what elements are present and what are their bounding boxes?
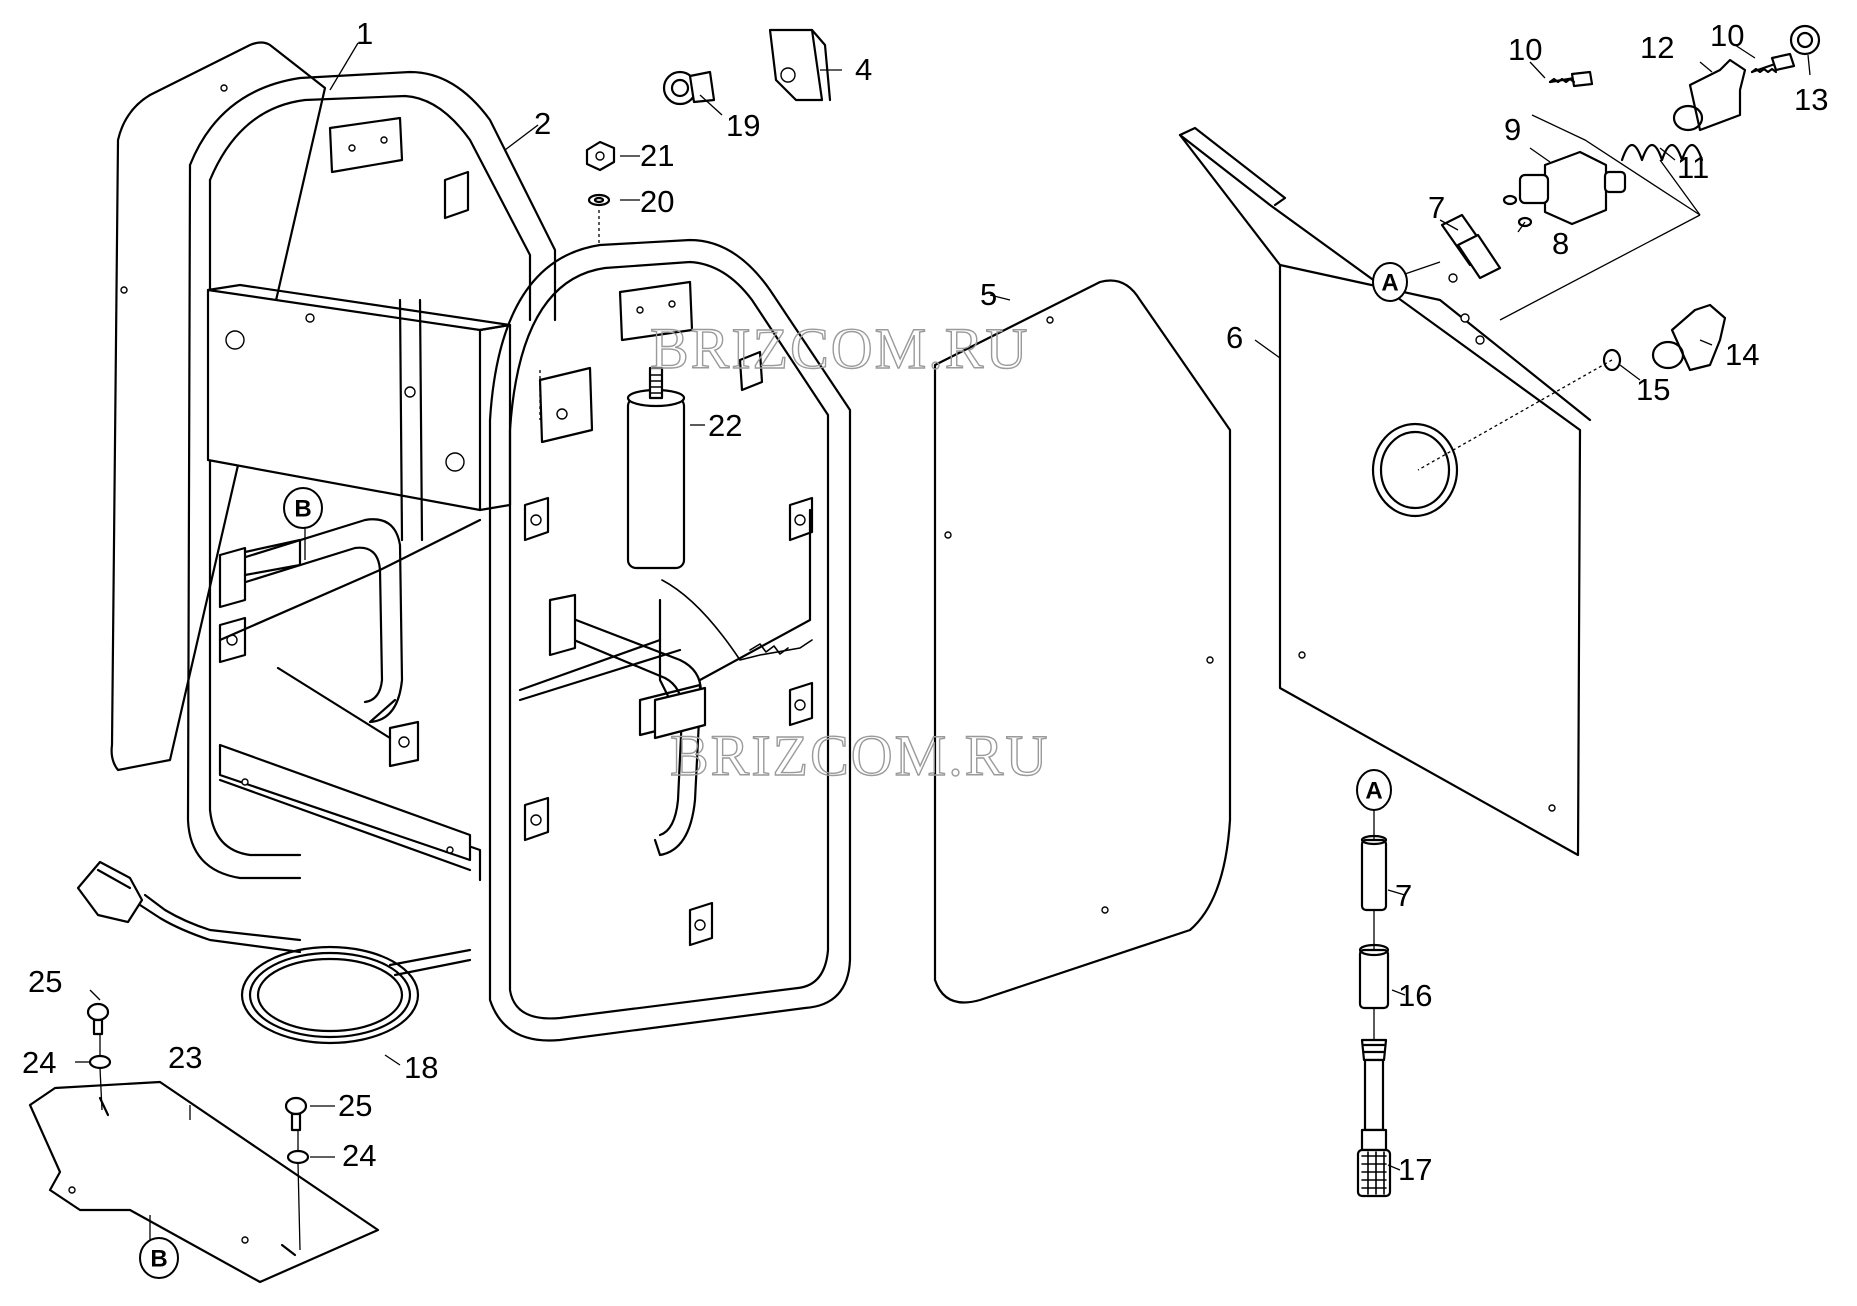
callout-9: 9 [1504,112,1521,147]
o-ring-part-2 [1602,348,1622,372]
washer-part-24b [286,1149,310,1165]
plug-part [662,70,716,106]
knob-part [1672,58,1747,132]
screw-part-25 [86,1002,110,1036]
svg-text:A: A [1365,778,1382,805]
svg-text:B: B [294,496,311,523]
callout-10: 10 [1710,18,1744,53]
o-ring-part [1502,194,1533,228]
valve-body [1518,150,1627,226]
callout-18: 18 [404,1050,438,1085]
callout-8: 8 [1552,226,1569,261]
base-plate [28,1080,380,1284]
callout-7: 7 [1428,190,1445,225]
washer-part-24 [88,1054,112,1070]
ring-part [1789,24,1821,56]
callout-6: 6 [1226,320,1243,355]
callout-23: 23 [168,1040,202,1075]
callout-25: 25 [28,964,62,999]
main-frame [186,70,557,882]
callout-22: 22 [708,408,742,443]
callout-25: 25 [338,1088,372,1123]
front-cover-panel [933,279,1232,1004]
screw-part [1548,70,1594,88]
callout-15: 15 [1636,372,1670,407]
callout-20: 20 [640,184,674,219]
callout-13: 13 [1794,82,1828,117]
callout-17: 17 [1398,1152,1432,1187]
watermark: BRIZCOM.RU [650,316,1029,381]
front-frame [488,238,852,1042]
clip-part [768,28,832,102]
svg-text:B: B [150,1246,167,1273]
screw-part-25b [284,1096,308,1132]
filter-part [1356,1038,1392,1198]
svg-text:A: A [1381,270,1398,297]
washer-part [587,193,611,207]
callout-2: 2 [534,106,551,141]
callout-21: 21 [640,138,674,173]
capacitor [626,366,686,570]
reference-marker-a: A [1356,769,1392,811]
callout-7: 7 [1395,878,1412,913]
reference-marker-b: B [139,1237,179,1279]
knob-part-2 [1651,303,1727,372]
callout-4: 4 [855,52,872,87]
callout-19: 19 [726,108,760,143]
callout-1: 1 [356,16,373,51]
tube-part-lower [1360,834,1388,912]
watermark: BRIZCOM.RU [670,723,1049,788]
callout-14: 14 [1725,337,1759,372]
callout-5: 5 [980,277,997,312]
callout-16: 16 [1398,978,1432,1013]
sleeve-part [1358,943,1390,1010]
callout-12: 12 [1640,30,1674,65]
callout-11: 11 [1677,150,1709,185]
nut-part [585,140,616,172]
spring-part [1620,143,1704,162]
reference-marker-b: B [283,487,323,529]
screw-part [1750,52,1796,74]
power-cable [76,860,472,1045]
control-panel [1178,126,1592,857]
callout-24: 24 [22,1045,56,1080]
reference-marker-a: A [1372,262,1408,302]
tube-part [1440,213,1502,280]
callout-24: 24 [342,1138,376,1173]
callout-10: 10 [1508,32,1542,67]
